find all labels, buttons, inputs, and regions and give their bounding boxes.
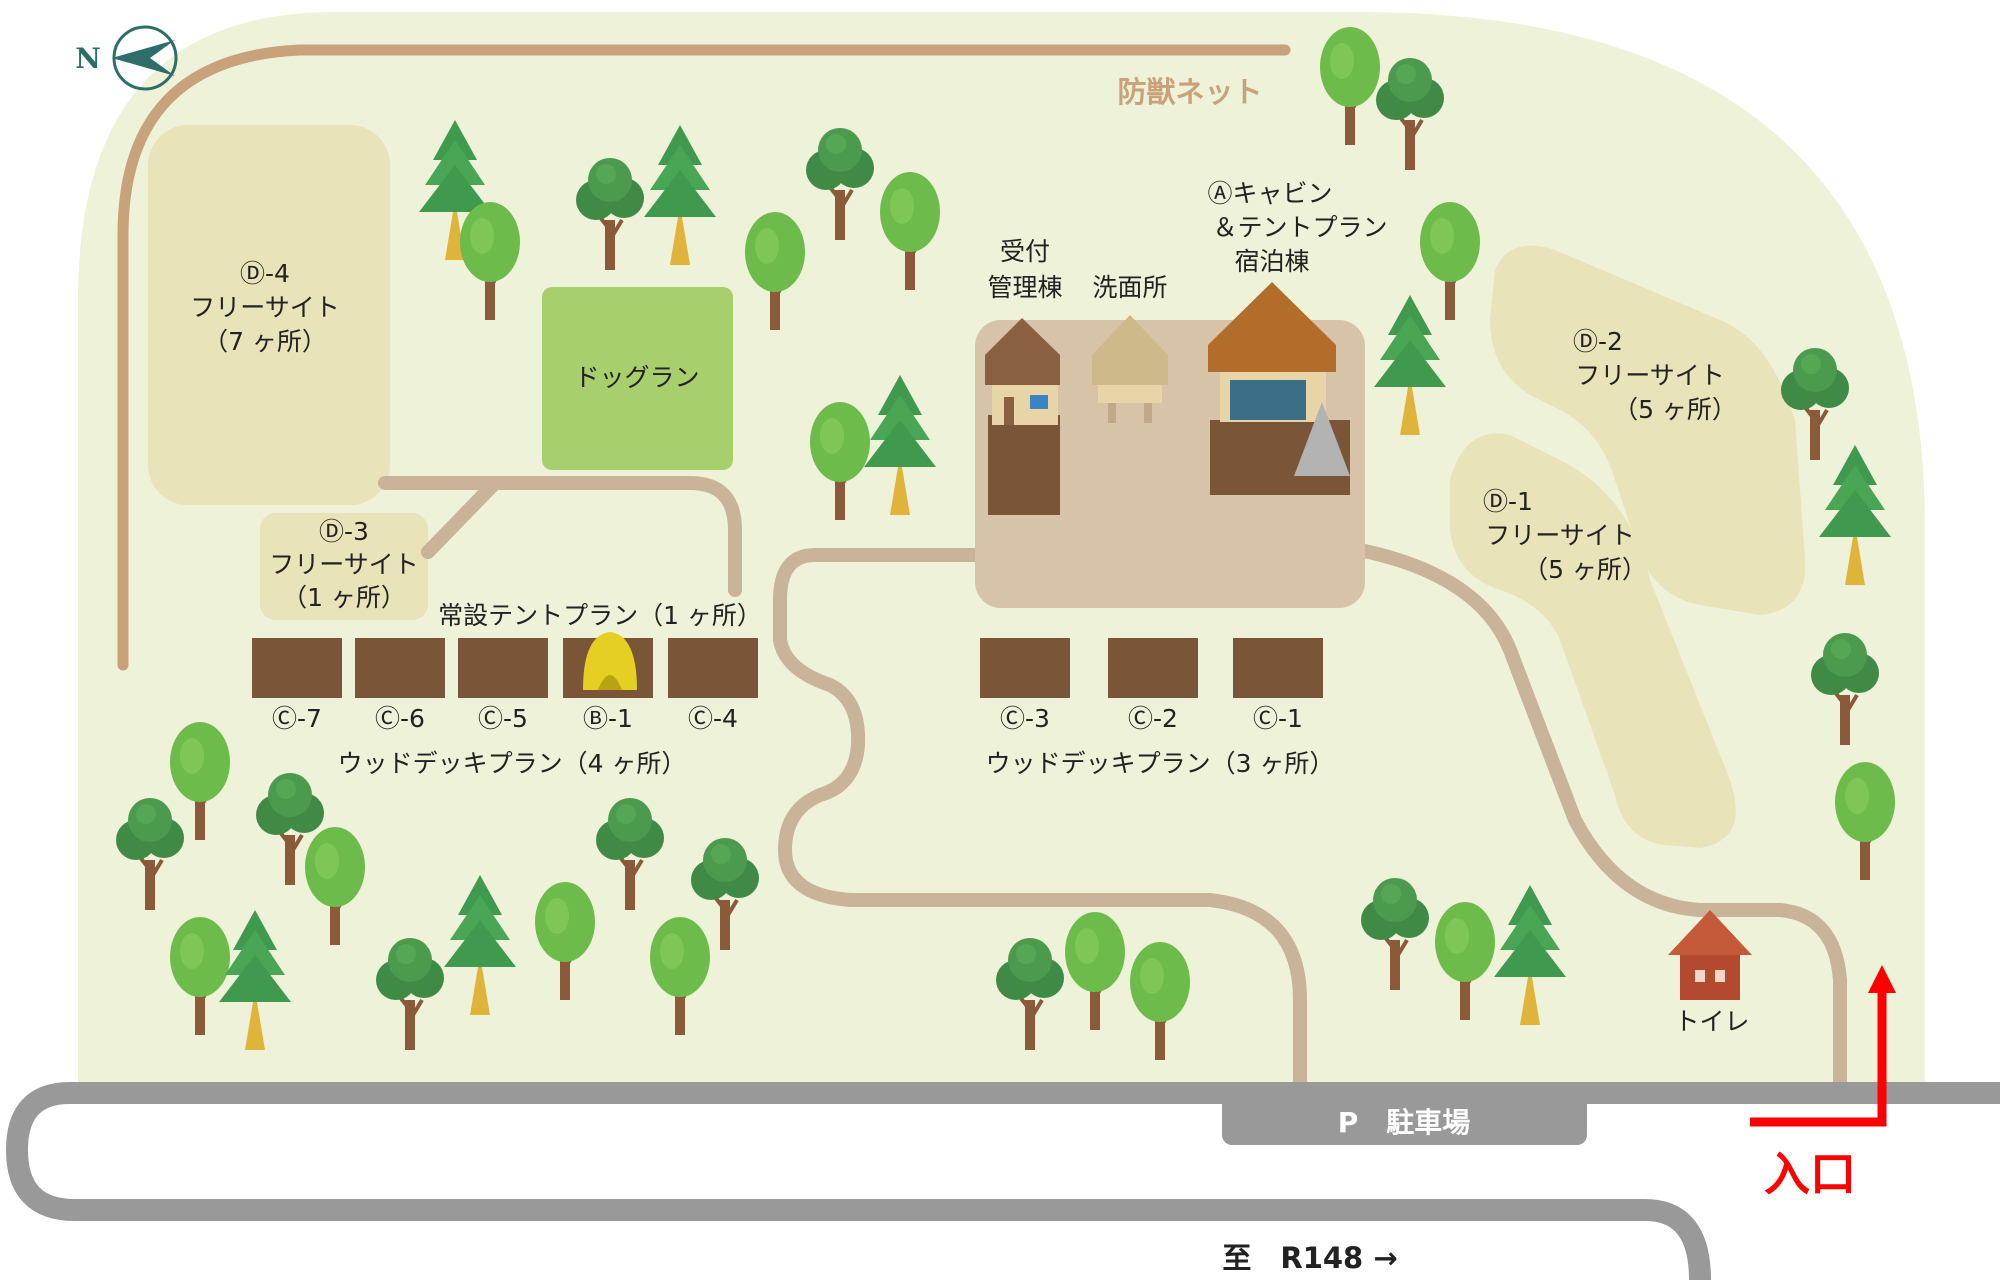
toilet-label: トイレ [1674, 1007, 1749, 1036]
walking-paths [378, 476, 1847, 1092]
free-site-d2[interactable] [1490, 245, 1806, 616]
cabin-label-3: 宿泊棟 [1234, 247, 1309, 276]
deck-c2-label: Ⓒ-2 [1128, 704, 1178, 733]
d4-count: （7 ヶ所） [203, 327, 327, 356]
deck-c3-label: Ⓒ-3 [1000, 704, 1050, 733]
dog-run[interactable] [542, 287, 733, 470]
washroom-label: 洗面所 [1092, 273, 1167, 302]
washroom-building[interactable] [1092, 315, 1168, 423]
parking-label: P 駐車場 [1338, 1106, 1471, 1139]
road [5, 1082, 2000, 1280]
d2-name: フリーサイト [1575, 361, 1725, 390]
d1-name: フリーサイト [1485, 521, 1635, 550]
deck-c4[interactable] [668, 638, 758, 698]
d2-count: （5 ヶ所） [1613, 395, 1737, 424]
cabin-building[interactable] [1208, 282, 1350, 495]
d3-id: Ⓓ-3 [319, 517, 369, 546]
d4-id: Ⓓ-4 [240, 259, 290, 288]
dogrun-label: ドッグラン [574, 363, 699, 392]
d2-id: Ⓓ-2 [1573, 327, 1623, 356]
free-site-d1[interactable] [1450, 433, 1736, 848]
deck-c7-label: Ⓒ-7 [272, 704, 322, 733]
cabin-label-2: ＆テントプラン [1212, 213, 1387, 242]
parking-lot[interactable] [1222, 1093, 1587, 1145]
deck-c4-label: Ⓒ-4 [688, 704, 738, 733]
deck-c7[interactable] [252, 638, 342, 698]
deck-b1-label: Ⓑ-1 [583, 704, 633, 733]
tent-plan-label: 常設テントプラン（1 ヶ所） [438, 601, 762, 630]
animal-fence [117, 44, 1291, 671]
d3-name: フリーサイト [269, 550, 419, 579]
reception-label-2: 管理棟 [987, 273, 1062, 302]
d4-name: フリーサイト [190, 293, 340, 322]
tent-icon [1294, 402, 1350, 476]
deck-c2[interactable] [1108, 638, 1198, 698]
deck-c1-label: Ⓒ-1 [1253, 704, 1303, 733]
compass-north-label: N [75, 42, 101, 75]
deck-c1[interactable] [1233, 638, 1323, 698]
reception-label-1: 受付 [1000, 237, 1050, 266]
toilet-building[interactable] [1668, 910, 1752, 1000]
deck-c5-label: Ⓒ-5 [478, 704, 528, 733]
entrance-label: 入口 [1764, 1147, 1856, 1201]
entrance-marker[interactable]: 入口 [1750, 965, 1896, 1201]
deck-c6-label: Ⓒ-6 [375, 704, 425, 733]
deck-row-west [252, 632, 758, 698]
compass-arrow-icon [112, 40, 175, 76]
d1-count: （5 ヶ所） [1523, 555, 1647, 584]
deck-c3[interactable] [980, 638, 1070, 698]
free-site-d3[interactable] [260, 513, 428, 620]
road-direction-label: 至 R148 → [1222, 1241, 1397, 1275]
fence-label: 防獣ネット [1117, 75, 1262, 109]
free-site-d4[interactable] [148, 125, 390, 505]
cabin-label-1: Ⓐキャビン [1207, 179, 1332, 208]
permanent-tent-icon [583, 632, 637, 690]
deck-c5[interactable] [458, 638, 548, 698]
deck-c6[interactable] [355, 638, 445, 698]
decks-west-caption: ウッドデッキプラン（4 ヶ所） [338, 749, 687, 778]
compass: N [75, 25, 178, 91]
deck-row-east [980, 638, 1323, 698]
entrance-arrow-icon [1868, 965, 1896, 993]
decks-east-caption: ウッドデッキプラン（3 ヶ所） [986, 749, 1335, 778]
d3-count: （1 ヶ所） [282, 583, 406, 612]
reception-building[interactable] [985, 318, 1060, 515]
d1-id: Ⓓ-1 [1483, 487, 1533, 516]
